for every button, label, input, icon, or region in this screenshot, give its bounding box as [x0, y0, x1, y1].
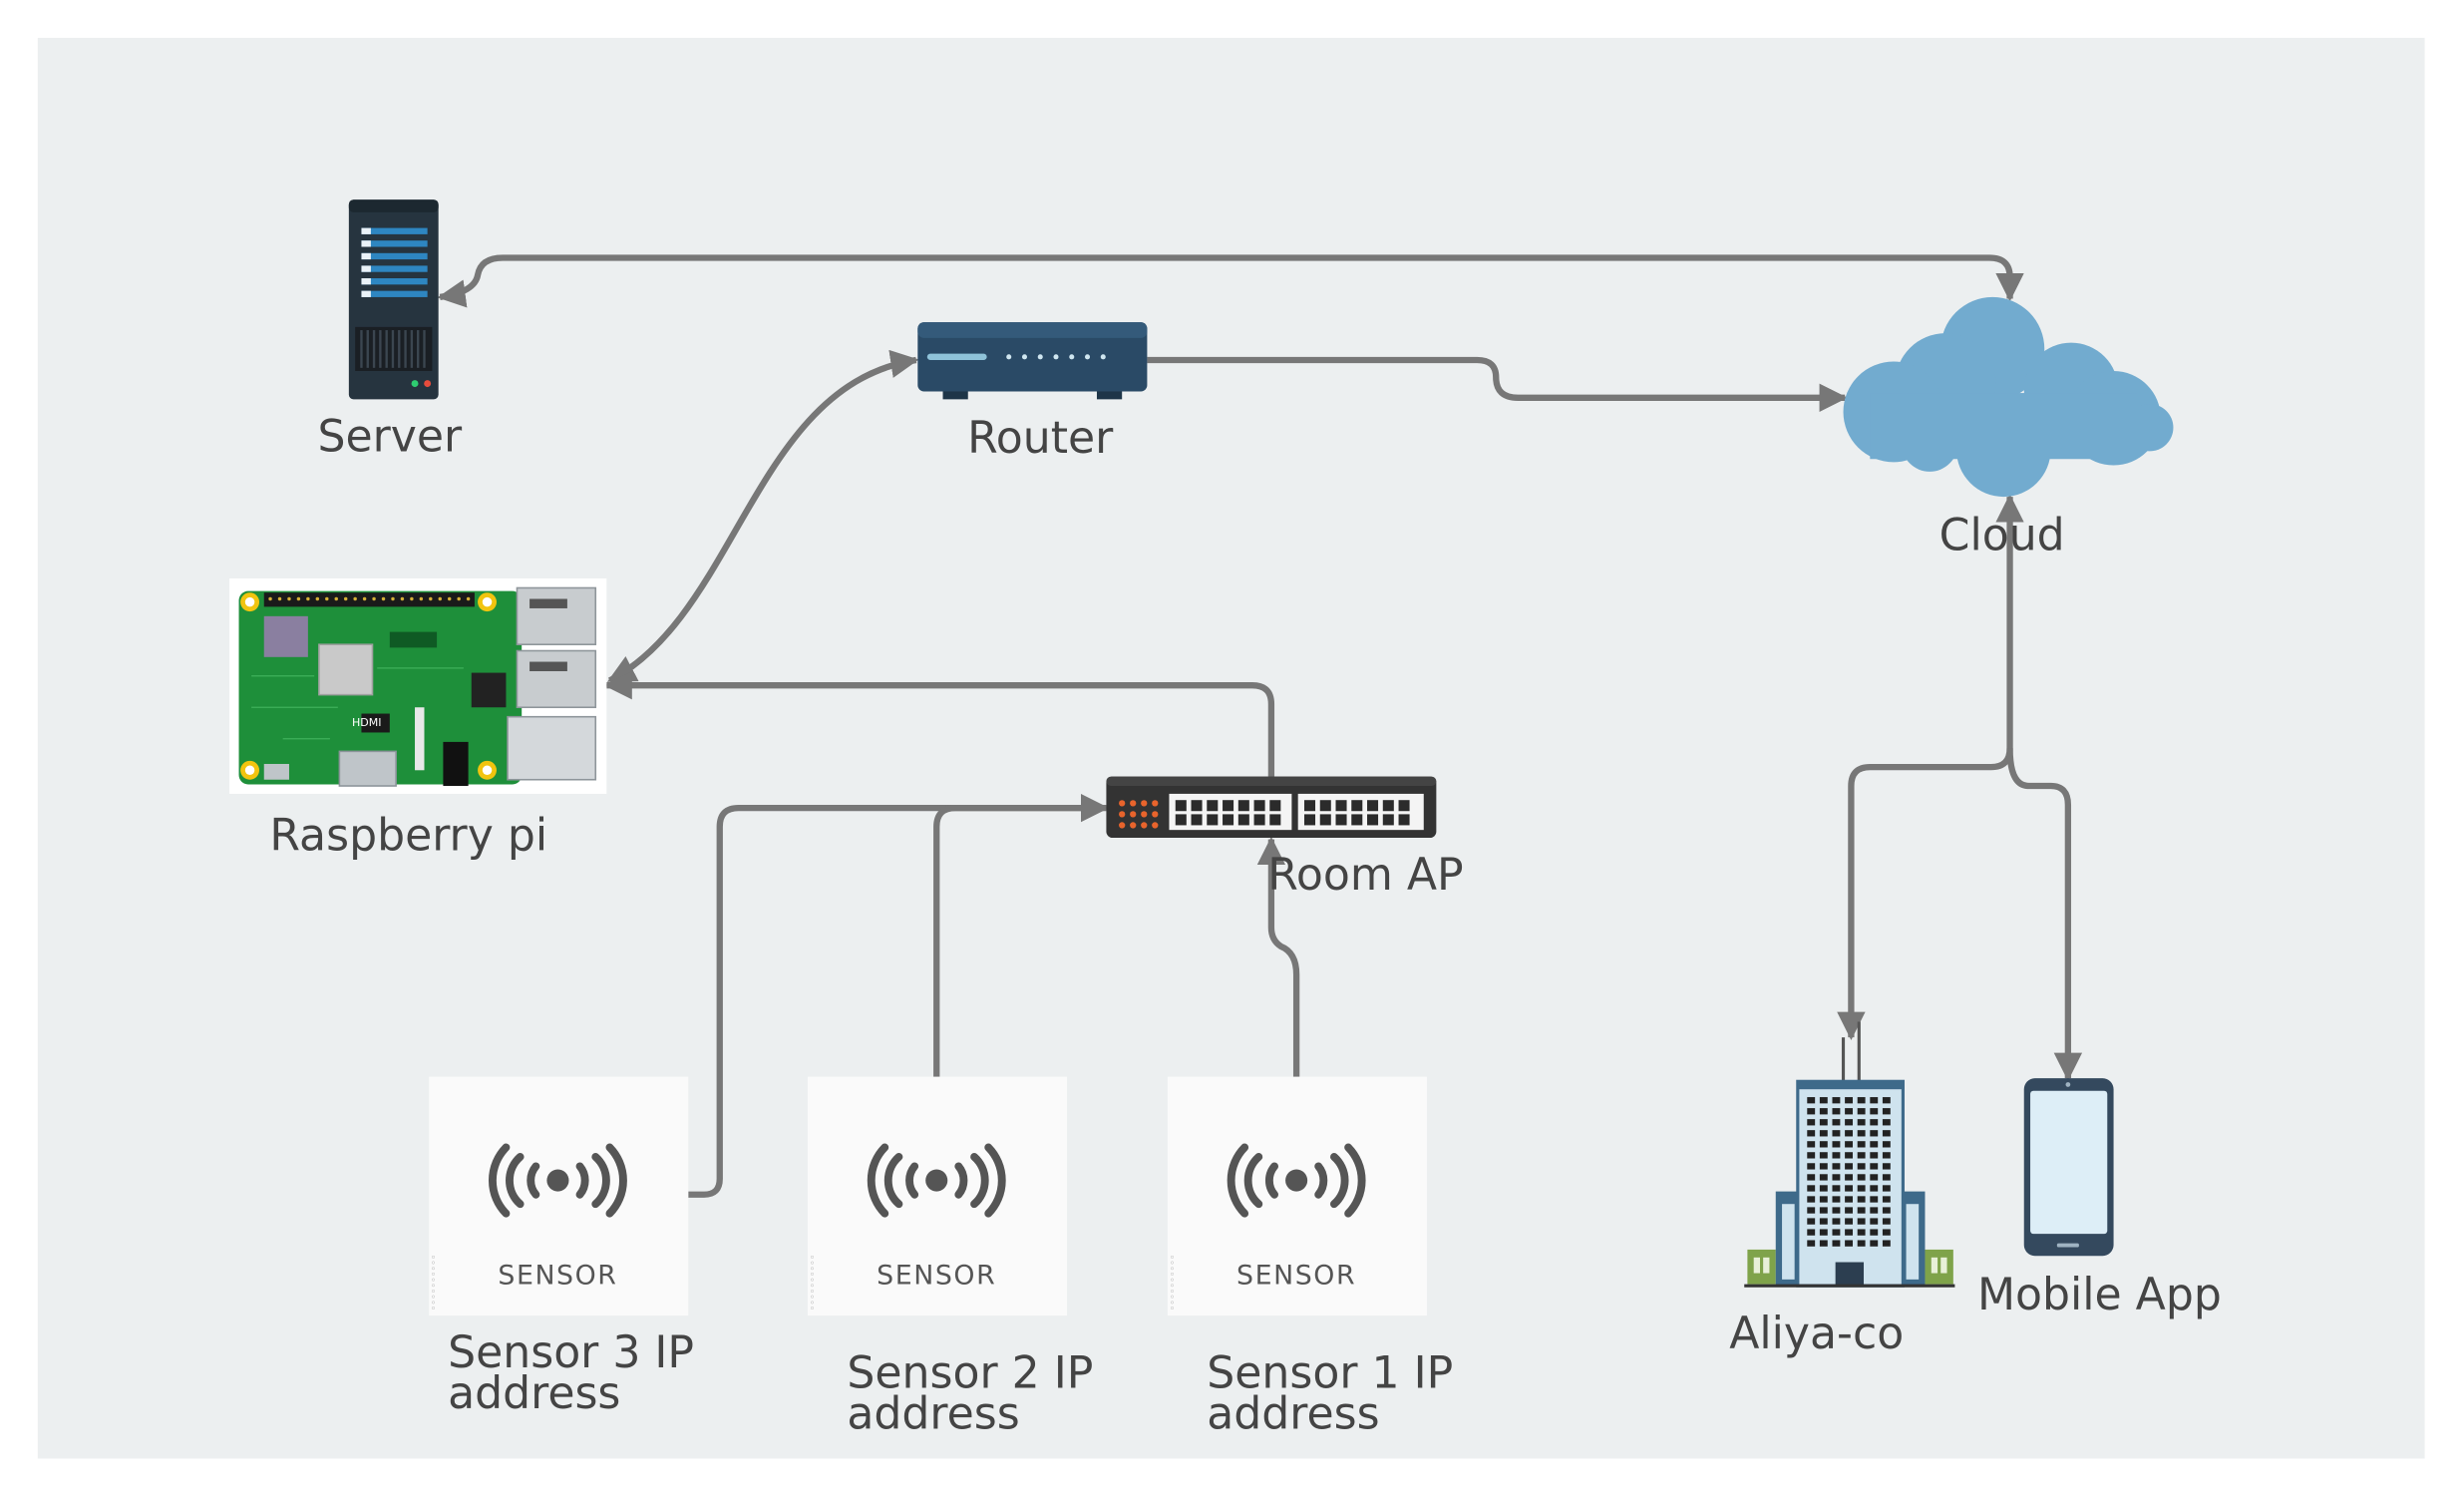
raspberry-pi-node[interactable]: HDMI Raspberry pi: [229, 578, 607, 862]
cloud-label: Cloud: [1939, 511, 2065, 562]
edge-cloud-mobile: [2006, 748, 2083, 1081]
connections: [437, 254, 2083, 1198]
sensor-1-node[interactable]: SENSOR Sensor 1 IP address: [1167, 1076, 1453, 1440]
wireless-sensor-icon: [867, 1143, 1006, 1218]
smartphone-icon: [2023, 1078, 2114, 1257]
edge-roomap-raspberry: [603, 670, 1275, 779]
sensor-2-node[interactable]: SENSOR Sensor 2 IP address: [808, 1076, 1093, 1440]
sensor-2-card: [808, 1076, 1068, 1316]
sensor-3-card: [429, 1076, 689, 1316]
sensor-card-stamps: ◦◦◦◦◦◦◦◦◦◦ ◦◦◦◦◦◦◦◦◦◦ ◦◦◦◦◦◦◦◦◦◦: [429, 1255, 1179, 1311]
wireless-sensor-icon: [1227, 1143, 1366, 1218]
edge-cloud-server: [437, 254, 2024, 308]
sensor-1-card: [1167, 1076, 1427, 1316]
edge-sensor2-roomap: [933, 804, 1085, 1079]
edge-sensor1-roomap: [1256, 836, 1300, 1079]
hdmi-silkscreen: HDMI: [352, 716, 382, 729]
edge-router-cloud: [1147, 356, 1848, 412]
sensor-3-caption: SENSOR: [498, 1261, 617, 1292]
svg-text:◦◦◦◦◦◦◦◦◦◦: ◦◦◦◦◦◦◦◦◦◦: [808, 1255, 819, 1311]
aliya-co-label: Aliya-co: [1729, 1309, 1904, 1359]
server-node[interactable]: Server: [317, 199, 463, 462]
svg-text:◦◦◦◦◦◦◦◦◦◦: ◦◦◦◦◦◦◦◦◦◦: [1168, 1255, 1179, 1311]
sensor-2-label-line1: Sensor 2 IP: [847, 1348, 1093, 1399]
network-switch-icon: [1106, 776, 1437, 839]
sensor-3-node[interactable]: SENSOR Sensor 3 IP address: [429, 1076, 694, 1420]
wireless-sensor-icon: [489, 1143, 627, 1218]
room-ap-node[interactable]: Room AP: [1106, 776, 1464, 901]
raspberry-pi-label: Raspberry pi: [269, 811, 547, 862]
office-building-icon: [1744, 1021, 1955, 1288]
sensor-3-label-line2: address: [448, 1368, 620, 1419]
svg-text:◦◦◦◦◦◦◦◦◦◦: ◦◦◦◦◦◦◦◦◦◦: [429, 1255, 440, 1311]
sensor-1-label-line1: Sensor 1 IP: [1207, 1348, 1453, 1399]
edge-sensor3-roomap: [688, 793, 1110, 1198]
sensor-2-caption: SENSOR: [877, 1261, 996, 1292]
aliya-co-node[interactable]: Aliya-co: [1729, 1021, 1955, 1359]
room-ap-label: Room AP: [1267, 850, 1463, 901]
raspberry-pi-board-icon: HDMI: [229, 578, 607, 794]
sensor-1-caption: SENSOR: [1236, 1261, 1356, 1292]
router-label: Router: [967, 413, 1114, 464]
mobile-app-label: Mobile App: [1977, 1270, 2222, 1320]
router-node[interactable]: Router: [917, 322, 1148, 464]
sensor-3-label-line1: Sensor 3 IP: [448, 1327, 694, 1378]
cloud-icon: [1843, 296, 2174, 498]
cloud-node[interactable]: Cloud: [1843, 296, 2174, 562]
sensor-1-label-line2: address: [1207, 1389, 1379, 1440]
sensor-2-label-line2: address: [847, 1389, 1019, 1440]
server-icon: [348, 199, 439, 400]
router-icon: [917, 322, 1148, 400]
server-label: Server: [317, 411, 463, 462]
edge-raspberry-router: [606, 349, 919, 684]
mobile-app-node[interactable]: Mobile App: [1977, 1078, 2222, 1320]
